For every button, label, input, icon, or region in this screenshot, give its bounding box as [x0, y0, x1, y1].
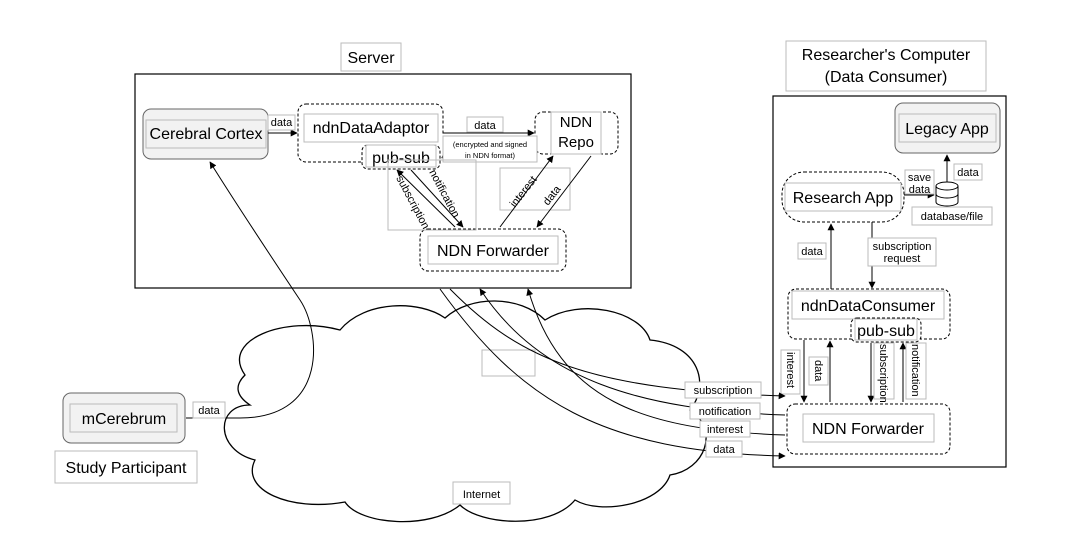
notification-arrow [410, 169, 464, 228]
researcher-title-1: Researcher's Computer [802, 47, 971, 64]
repo-data-label: data [474, 120, 496, 132]
database-icon [935, 181, 959, 207]
ndn-data-consumer-label: ndnDataConsumer [801, 298, 936, 315]
server-ndn-forwarder-label: NDN Forwarder [437, 243, 550, 260]
research-app-node [781, 171, 905, 223]
researcher-title-2: (Data Consumer) [825, 69, 948, 86]
internet-interest-label: interest [707, 424, 743, 436]
legacy-data-label: data [957, 167, 979, 179]
research-app-label: Research App [793, 190, 894, 207]
save-label-2: data [909, 184, 931, 196]
internet-notification-label: notification [699, 406, 752, 418]
legacy-app-node [894, 102, 1001, 154]
cerebral-cortex-node [142, 108, 269, 160]
mcerebrum-data-label: data [198, 405, 220, 417]
mcerebrum-to-cortex-curve [186, 161, 314, 419]
server-pub-sub-label: pub-sub [372, 150, 430, 167]
server-title-box [340, 42, 402, 72]
subscription-arrow [396, 169, 456, 228]
subscription-request-label-1: subscription [873, 241, 932, 253]
save-label-1: save [908, 172, 931, 184]
legacy-app-label: Legacy App [905, 121, 989, 138]
study-participant-label: Study Participant [66, 460, 188, 477]
consumer-subscription-label: subscription [877, 344, 889, 403]
researcher-title-box [785, 40, 987, 92]
ndn-data-adaptor-label: ndnDataAdaptor [313, 120, 430, 137]
consumer-notification-label: notification [909, 344, 921, 397]
internet-data-label: data [713, 444, 735, 456]
subscription-request-label-2: request [884, 253, 921, 265]
interest-arrow [499, 155, 554, 228]
researcher-pub-sub-node [850, 317, 922, 343]
cerebral-cortex-label: Cerebral Cortex [150, 126, 263, 143]
researcher-ndn-forwarder-label: NDN Forwarder [812, 421, 925, 438]
mcerebrum-label: mCerebrum [82, 411, 166, 428]
consumer-data-label: data [812, 360, 824, 382]
study-participant-box [54, 450, 198, 484]
cortex-data-label: data [271, 117, 293, 129]
database-file-label: database/file [921, 211, 983, 223]
consumer-interest-label: interest [784, 352, 796, 388]
researcher-pub-sub-label: pub-sub [857, 323, 915, 340]
repo-data-arrow [536, 155, 592, 228]
internet-cloud [223, 300, 707, 523]
app-data-label: data [801, 246, 823, 258]
internet-subscription-label: subscription [694, 385, 753, 397]
server-title: Server [347, 50, 395, 67]
ndn-repo-label-2: Repo [558, 134, 594, 151]
server-ndn-forwarder-node [419, 228, 567, 272]
mcerebrum-node [62, 392, 186, 444]
encrypted-label-1: (encrypted and signed [453, 140, 527, 149]
internet-label: Internet [463, 489, 500, 501]
ndn-repo-label-1: NDN [560, 114, 593, 131]
encrypted-label-2: in NDN format) [465, 151, 516, 160]
